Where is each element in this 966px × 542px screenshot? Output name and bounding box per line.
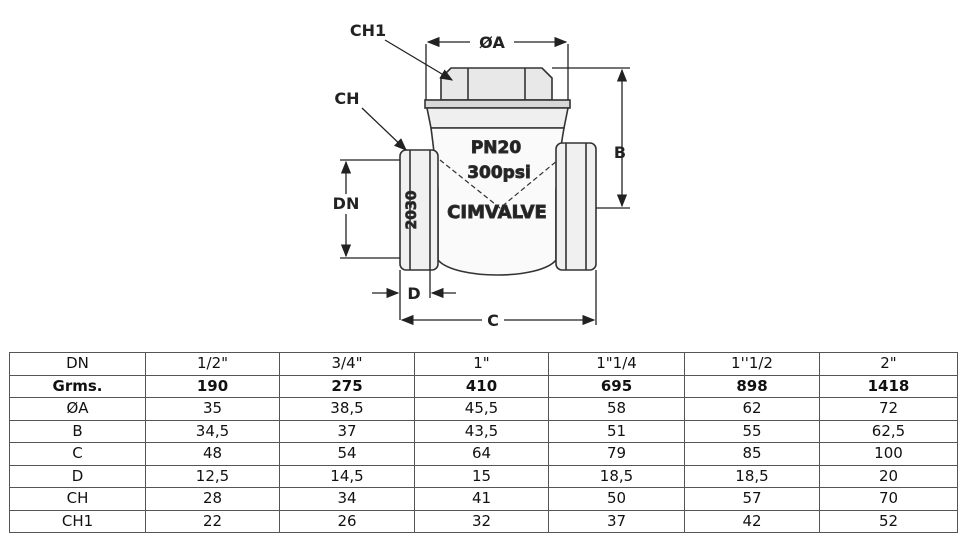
table-cell: 100 (819, 442, 958, 466)
table-cell: 26 (279, 509, 415, 533)
row-label: B (9, 419, 146, 443)
dimension-d-label: D (407, 284, 420, 303)
table-cell: 79 (548, 442, 685, 466)
table-cell: 1"1/4 (548, 352, 685, 376)
ch1-label: CH1 (350, 21, 386, 40)
table-cell: 1418 (819, 374, 958, 398)
ch-label: CH (334, 89, 359, 108)
table-cell: 35 (145, 397, 280, 421)
row-label: CH (9, 487, 146, 511)
psi-marking: 300psi (467, 163, 531, 183)
table-cell: 22 (145, 509, 280, 533)
table-cell: 38,5 (279, 397, 415, 421)
row-label: CH1 (9, 509, 146, 533)
table-cell: 34,5 (145, 419, 280, 443)
table-cell: 70 (819, 487, 958, 511)
dimension-b-label: B (614, 143, 626, 162)
table-cell: 1/2" (145, 352, 280, 376)
table-cell: 20 (819, 464, 958, 488)
table-cell: 37 (548, 509, 685, 533)
table-cell: 1" (414, 352, 549, 376)
table-cell: 18,5 (684, 464, 820, 488)
table-cell: 18,5 (548, 464, 685, 488)
dimension-a-label: ØA (479, 33, 505, 52)
table-cell: 41 (414, 487, 549, 511)
table-cell: 275 (279, 374, 415, 398)
table-cell: 12,5 (145, 464, 280, 488)
table-cell: 50 (548, 487, 685, 511)
dimension-d (372, 270, 456, 320)
table-cell: 3/4" (279, 352, 415, 376)
row-label: Grms. (9, 374, 146, 398)
table-cell: 14,5 (279, 464, 415, 488)
ch1-leader (384, 39, 454, 81)
table-cell: 43,5 (414, 419, 549, 443)
row-label: D (9, 464, 146, 488)
table-cell: 37 (279, 419, 415, 443)
table-cell: 57 (684, 487, 820, 511)
dimension-b (552, 67, 630, 209)
table-cell: 62 (684, 397, 820, 421)
dimension-dn-label: DN (333, 194, 360, 213)
valve-technical-drawing: PN20 300psi CIMVALVE 2030 ØA B DN D C CH… (332, 21, 630, 330)
row-label: DN (9, 352, 146, 376)
table-cell: 15 (414, 464, 549, 488)
table-cell: 72 (819, 397, 958, 421)
table-cell: 52 (819, 509, 958, 533)
table-cell: 42 (684, 509, 820, 533)
code-marking: 2030 (404, 190, 420, 229)
table-cell: 62,5 (819, 419, 958, 443)
row-label: C (9, 442, 146, 466)
table-cell: 34 (279, 487, 415, 511)
table-cell: 51 (548, 419, 685, 443)
table-cell: 898 (684, 374, 820, 398)
table-cell: 410 (414, 374, 549, 398)
table-cell: 55 (684, 419, 820, 443)
table-cell: 45,5 (414, 397, 549, 421)
table-cell: 695 (548, 374, 685, 398)
table-cell: 48 (145, 442, 280, 466)
table-cell: 190 (145, 374, 280, 398)
table-cell: 32 (414, 509, 549, 533)
table-cell: 64 (414, 442, 549, 466)
dimension-c-label: C (487, 311, 499, 330)
valve-body (399, 67, 597, 276)
ch-leader (361, 107, 407, 151)
table-cell: 1''1/2 (684, 352, 820, 376)
table-cell: 2" (819, 352, 958, 376)
table-cell: 85 (684, 442, 820, 466)
pressure-marking: PN20 (471, 138, 522, 158)
table-cell: 54 (279, 442, 415, 466)
brand-marking: CIMVALVE (447, 202, 547, 223)
table-cell: 28 (145, 487, 280, 511)
table-cell: 58 (548, 397, 685, 421)
row-label: ØA (9, 397, 146, 421)
